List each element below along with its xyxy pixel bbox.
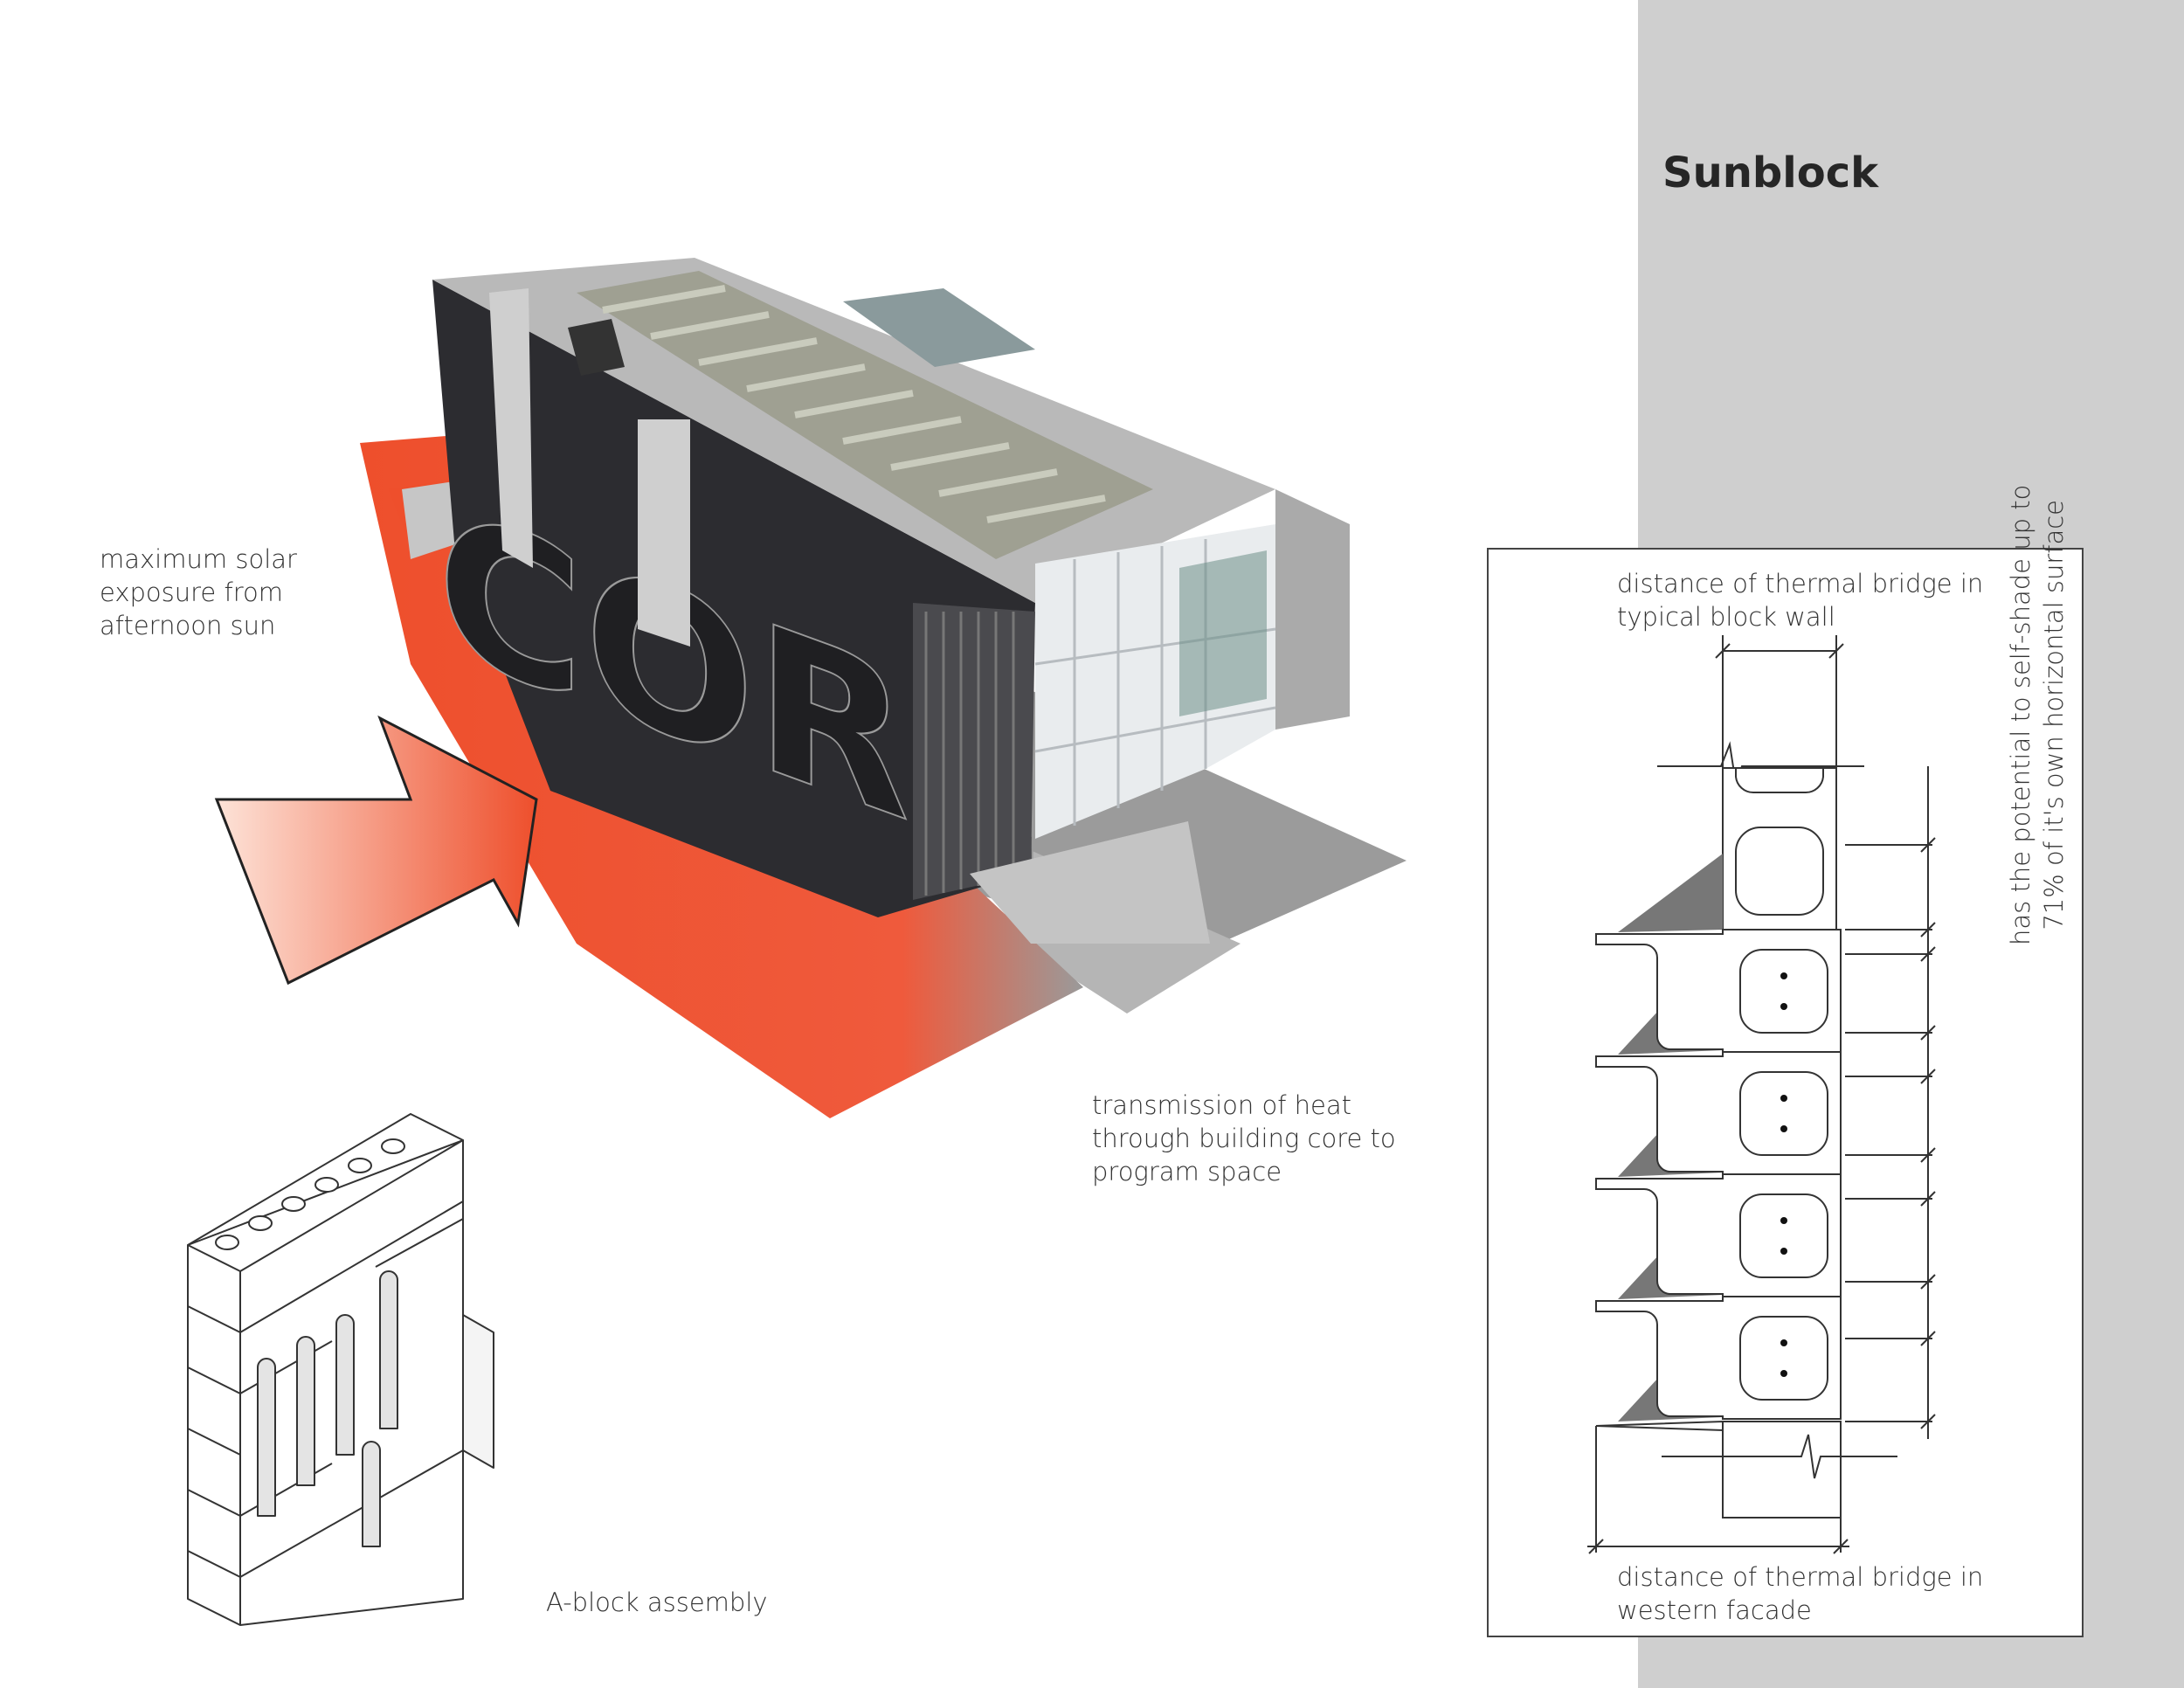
solar-heat-arrow [214, 715, 538, 986]
block-slots [257, 1270, 398, 1547]
page-title: Sunblock [1662, 149, 1879, 197]
roof-panels [577, 271, 1153, 559]
podium [970, 821, 1210, 944]
roof-unit [568, 319, 625, 376]
block-cores [1739, 949, 1828, 1401]
block-cores [215, 1138, 405, 1250]
a-block-assembly-label: A-block assembly [546, 1588, 768, 1617]
louver-screen [913, 603, 1035, 900]
facade-frame-2 [638, 419, 690, 647]
roof-penthouse [843, 288, 1035, 367]
block-wall-section-diagram [1587, 635, 1936, 1554]
projecting-block [462, 1314, 494, 1469]
shade-area [1618, 854, 1723, 932]
block-courses [187, 1200, 464, 1578]
glazed-accent [1179, 550, 1267, 716]
west-facade [432, 280, 1035, 917]
core-dots [1780, 972, 1787, 1377]
facade-frame [489, 288, 533, 568]
east-fin [1275, 489, 1350, 730]
building-isometric-diagram: CORE [214, 258, 1406, 1118]
roof-panel-stripes [602, 285, 1106, 523]
a-block-assembly-diagram [187, 1113, 494, 1626]
